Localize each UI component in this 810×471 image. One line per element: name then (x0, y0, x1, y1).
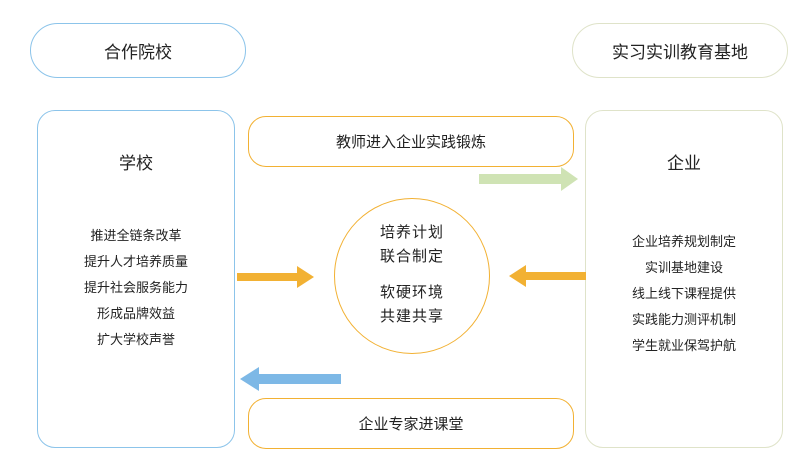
enterprise-item: 线上线下课程提供 (631, 287, 736, 302)
school-item: 提升社会服务能力 (83, 281, 188, 296)
school-item: 提升人才培养质量 (83, 255, 188, 270)
center-line-3: 软硬环境 (379, 283, 444, 301)
center-line-2: 联合制定 (379, 247, 444, 265)
school-item: 推进全链条改革 (90, 229, 182, 244)
expert-lecture-banner: 企业专家进课堂 (248, 398, 574, 449)
school-item: 形成品牌效益 (96, 307, 175, 322)
teacher-practice-banner: 教师进入企业实践锻炼 (248, 116, 574, 167)
enterprise-item: 企业培养规划制定 (631, 235, 736, 250)
enterprise-item: 实践能力测评机制 (631, 313, 736, 328)
partner-schools-label: 合作院校 (30, 23, 246, 78)
school-list: 推进全链条改革 提升人才培养质量 提升社会服务能力 形成品牌效益 扩大学校声誉 (38, 224, 234, 354)
enterprise-list: 企业培养规划制定 实训基地建设 线上线下课程提供 实践能力测评机制 学生就业保驾… (586, 230, 782, 360)
orange-arrow-left-icon (509, 265, 586, 287)
enterprise-box: 企业 企业培养规划制定 实训基地建设 线上线下课程提供 实践能力测评机制 学生就… (585, 110, 783, 448)
training-base-text: 实习实训教育基地 (612, 43, 748, 63)
enterprise-item: 学生就业保驾护航 (631, 339, 736, 354)
center-line-4: 共建共享 (379, 307, 444, 325)
blue-arrow-left-icon (240, 367, 341, 391)
center-line-1: 培养计划 (379, 223, 444, 241)
orange-arrow-right-icon (237, 266, 314, 288)
school-box: 学校 推进全链条改革 提升人才培养质量 提升社会服务能力 形成品牌效益 扩大学校… (37, 110, 235, 448)
center-circle: 培养计划 联合制定 软硬环境 共建共享 (334, 198, 490, 354)
expert-lecture-text: 企业专家进课堂 (358, 415, 464, 433)
enterprise-item: 实训基地建设 (644, 261, 723, 276)
training-base-label: 实习实训教育基地 (572, 23, 788, 78)
teacher-practice-text: 教师进入企业实践锻炼 (335, 133, 486, 151)
partner-schools-text: 合作院校 (104, 43, 172, 63)
school-title: 学校 (119, 154, 153, 174)
enterprise-title: 企业 (667, 154, 701, 174)
school-item: 扩大学校声誉 (96, 333, 175, 348)
green-arrow-right-icon (479, 167, 578, 191)
